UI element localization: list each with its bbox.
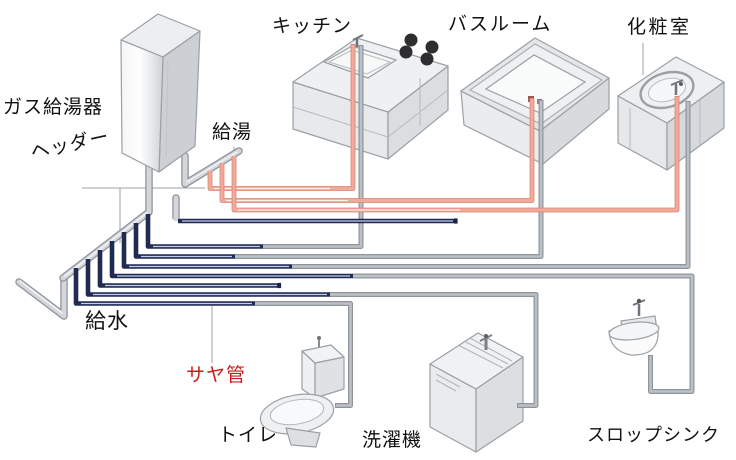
label-cold-water-supply: 給水 bbox=[85, 309, 129, 333]
hot-water-header-pipe bbox=[172, 147, 243, 222]
vanity-unit bbox=[617, 56, 725, 171]
slop-sink bbox=[608, 298, 660, 356]
label-washing-machine: 洗濯機 bbox=[362, 429, 423, 451]
sheath-pipe-to-toilet bbox=[255, 301, 353, 408]
label-sheath-pipe: サヤ管 bbox=[186, 364, 247, 386]
cold-pipe-to-bathroom bbox=[133, 223, 235, 259]
cold-pipe-to-slop-sink bbox=[109, 241, 353, 279]
kitchen-counter bbox=[292, 33, 449, 160]
sheath-pipe-to-washing-machine bbox=[330, 292, 539, 408]
cold-pipe-to-washing-machine bbox=[85, 259, 330, 297]
gas-water-heater bbox=[120, 13, 201, 173]
vanity-faucet-icon bbox=[670, 79, 684, 95]
sheath-pipe-to-bathroom bbox=[235, 100, 544, 259]
washing-machine bbox=[429, 332, 524, 453]
slop-sink-faucet-icon bbox=[632, 298, 646, 316]
sheath-pipe-to-powder-room bbox=[292, 101, 691, 269]
label-bathroom: バスルーム bbox=[448, 13, 553, 35]
label-slop-sink: スロップシンク bbox=[587, 425, 720, 446]
label-hot-water-supply: 給湯 bbox=[212, 121, 253, 143]
label-gas-water-heater: ガス給湯器 bbox=[3, 96, 104, 118]
kitchen-faucet-icon bbox=[352, 34, 364, 47]
leader-lines bbox=[82, 41, 644, 363]
cold-pipe-to-kitchen bbox=[145, 214, 263, 249]
washer-valve-icon bbox=[479, 334, 493, 350]
label-kitchen: キッチン bbox=[272, 15, 353, 37]
cold-water-pipes bbox=[73, 214, 458, 306]
capped-pipe-end bbox=[454, 218, 458, 224]
cold-water-header-pipe bbox=[15, 163, 153, 320]
sheath-pipe-to-slop-sink bbox=[353, 273, 695, 394]
sheath-pipe-to-kitchen bbox=[263, 45, 364, 249]
cold-pipe-to-toilet bbox=[73, 268, 255, 306]
washer-vent-lines bbox=[457, 337, 513, 369]
stove-burners bbox=[399, 33, 439, 66]
bathtub bbox=[460, 37, 610, 165]
cold-pipe-spare-lower bbox=[97, 250, 282, 289]
capped-pipe-end bbox=[277, 282, 282, 289]
label-powder-room: 化粧室 bbox=[627, 16, 692, 38]
cold-sheath-pipes bbox=[235, 45, 695, 408]
toilet bbox=[259, 336, 345, 448]
hot-pipe-to-bathroom bbox=[219, 98, 535, 203]
hot-water-pipes bbox=[207, 44, 680, 213]
label-toilet: トイレ bbox=[218, 424, 279, 446]
hot-pipe-to-powder-room bbox=[231, 96, 680, 213]
cold-pipe-spare-upper bbox=[178, 218, 458, 224]
cold-pipe-to-powder-room bbox=[121, 232, 292, 269]
